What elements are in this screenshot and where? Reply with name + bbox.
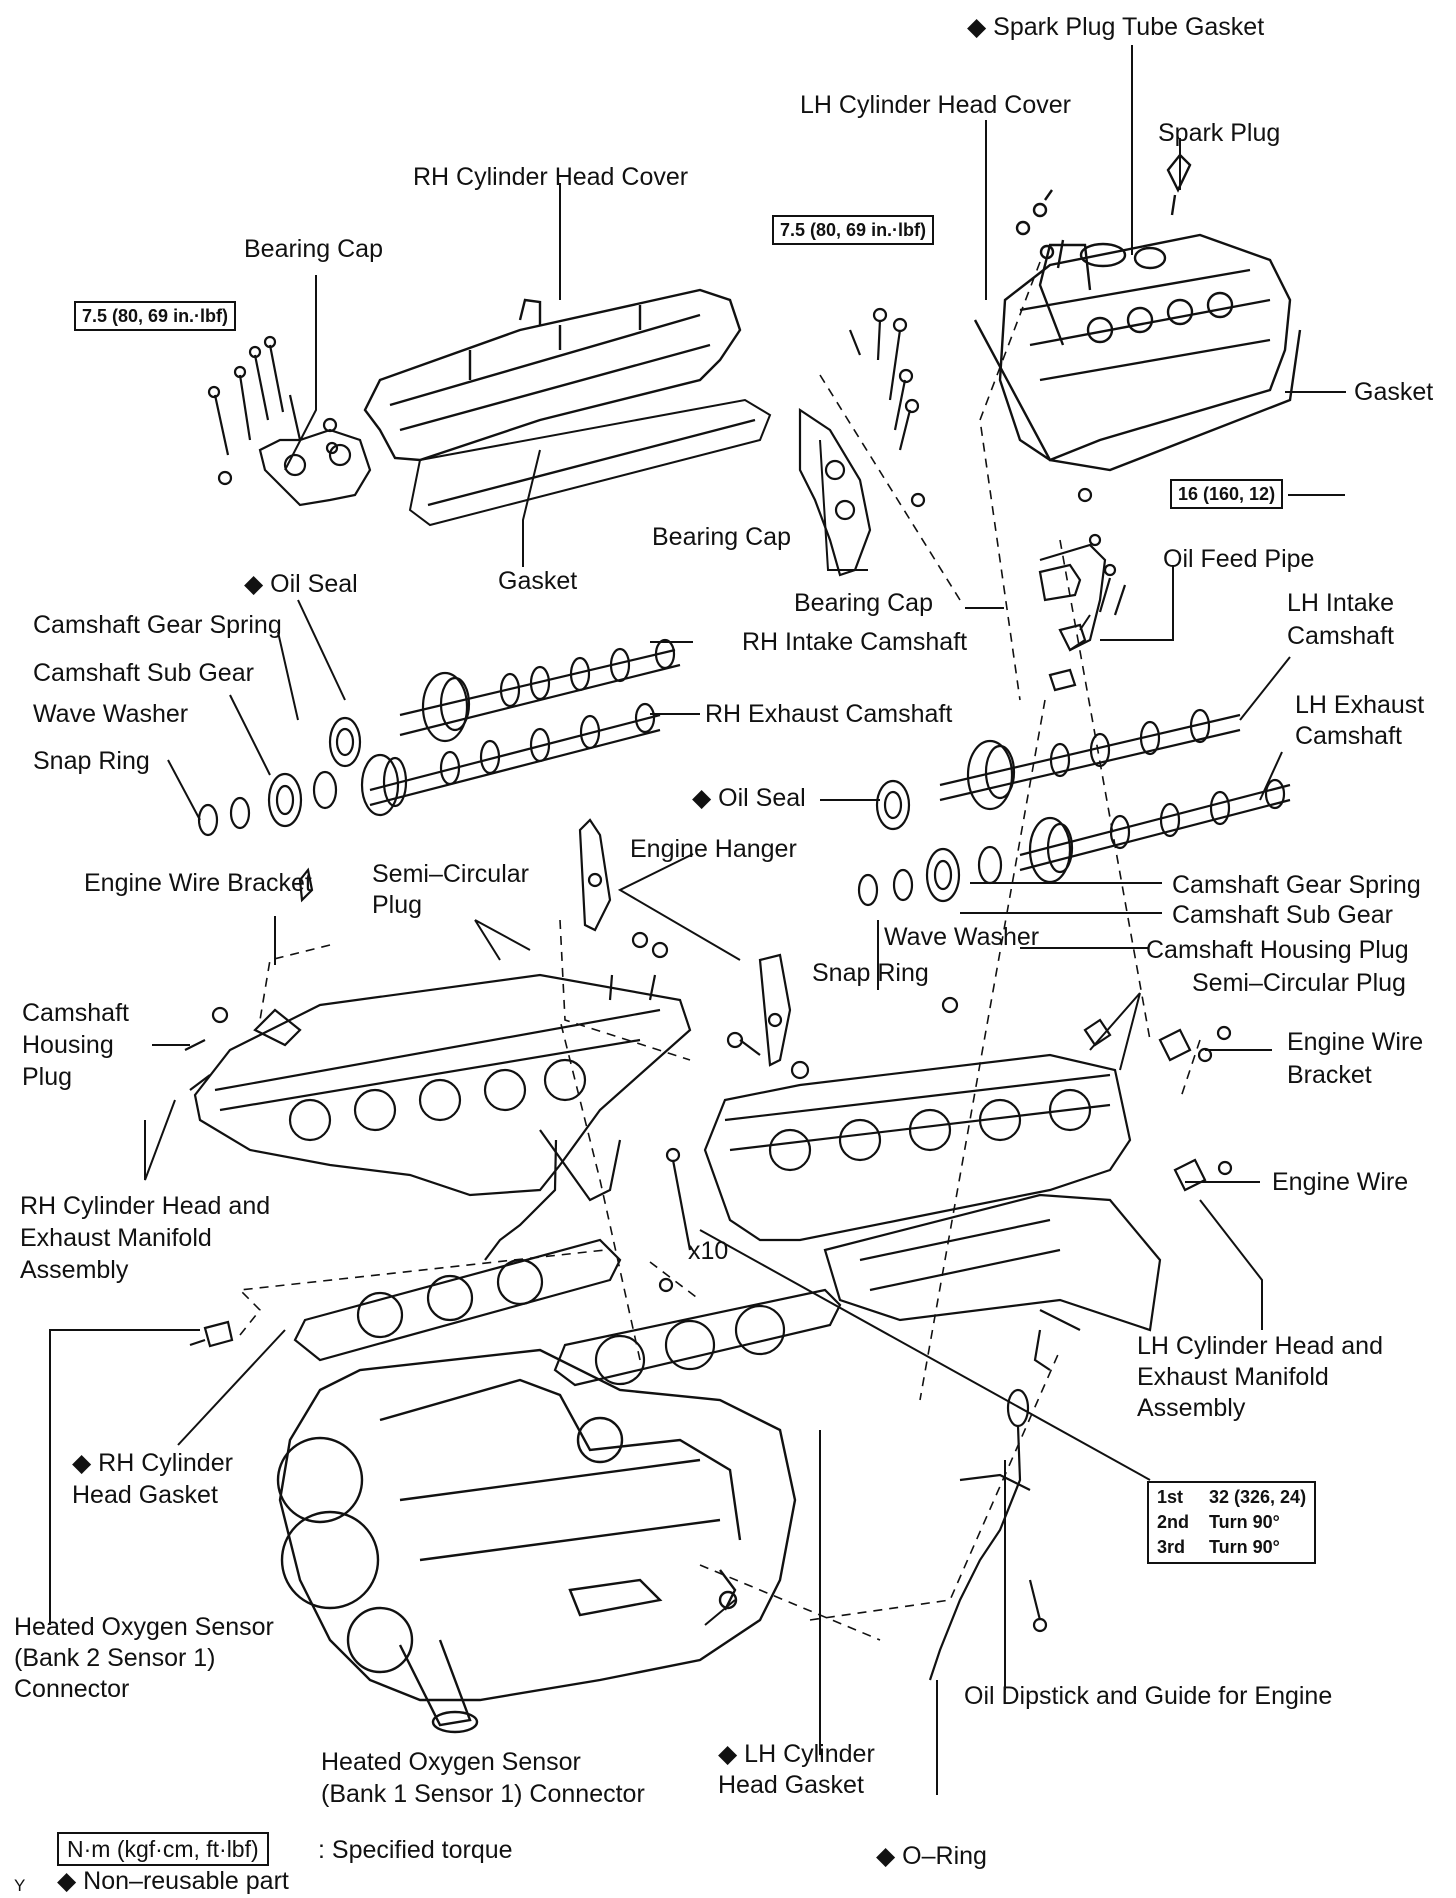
- torque-box-bearing-cap-left: 7.5 (80, 69 in.·lbf): [74, 301, 237, 331]
- camshaft-housing-plug-left-label-line3: Plug: [22, 1063, 73, 1091]
- engine-block: [276, 1348, 797, 1734]
- camshaft-gear-spring-left-label: Camshaft Gear Spring: [33, 611, 282, 639]
- heated-o2-bank1-label-line1: Heated Oxygen Sensor: [321, 1748, 581, 1776]
- lh-intake-camshaft-label-line1: LH Intake: [1287, 589, 1395, 617]
- torque-step-value: 32 (326, 24): [1209, 1487, 1307, 1507]
- oil-feed-pipe-label: Oil Feed Pipe: [1163, 545, 1315, 573]
- bearing-cap-middle-label: Bearing Cap: [652, 523, 791, 551]
- spark-plug-tube-gasket-label: ◆ Spark Plug Tube Gasket: [967, 13, 1265, 41]
- legend-nonreusable: ◆ Non–reusable part: [57, 1867, 289, 1895]
- bearing-cap-right-label: Bearing Cap: [794, 589, 933, 617]
- heated-o2-bank2-label-line3: Connector: [14, 1675, 130, 1703]
- torque-step-row: 1st 32 (326, 24): [1157, 1485, 1306, 1510]
- torque-step-stage: 1st: [1157, 1487, 1184, 1507]
- engine-wire-label: Engine Wire: [1272, 1168, 1409, 1196]
- right-bearing-cap-oil-feed-group: [1038, 487, 1127, 692]
- heated-o2-bank1-label-line2: (Bank 1 Sensor 1) Connector: [321, 1780, 645, 1808]
- lh-cylinder-head-cover-label: LH Cylinder Head Cover: [800, 91, 1071, 119]
- snap-ring-right-label: Snap Ring: [812, 959, 929, 987]
- heated-o2-bank2-label-line1: Heated Oxygen Sensor: [14, 1613, 274, 1641]
- torque-step-row: 2nd Turn 90°: [1157, 1510, 1306, 1535]
- oil-dipstick-label: Oil Dipstick and Guide for Engine: [964, 1682, 1333, 1710]
- torque-step-value: Turn 90°: [1209, 1537, 1280, 1557]
- oil-seal-middle-label: ◆ Oil Seal: [692, 784, 806, 812]
- rh-intake-camshaft-label: RH Intake Camshaft: [742, 628, 968, 656]
- rh-head-gasket-label-line1: ◆ RH Cylinder: [72, 1449, 233, 1477]
- engine-wire-bracket-left-label: Engine Wire Bracket: [84, 869, 312, 897]
- camshaft-sub-gear-left-label: Camshaft Sub Gear: [33, 659, 254, 687]
- corner-mark: Y: [14, 1876, 26, 1895]
- rh-cylinder-head-assembly: [184, 973, 692, 1261]
- torque-step-row: 3rd Turn 90°: [1157, 1535, 1306, 1560]
- x10-label: x10: [688, 1237, 729, 1265]
- engine-hangers: [578, 818, 792, 1067]
- lh-head-assembly-label-line1: LH Cylinder Head and: [1137, 1332, 1383, 1360]
- legend-unit-box: N·m (kgf·cm, ft·lbf): [57, 1832, 269, 1866]
- torque-step-stage: 3rd: [1157, 1537, 1186, 1557]
- lh-head-assembly-label-line2: Exhaust Manifold: [1137, 1363, 1329, 1391]
- head-gaskets: [293, 1238, 842, 1387]
- camshaft-housing-plug-right-label: Camshaft Housing Plug: [1146, 936, 1409, 964]
- torque-box-bearing-cap-middle: 7.5 (80, 69 in.·lbf): [772, 215, 935, 245]
- torque-box-oil-feed-pipe: 16 (160, 12): [1170, 479, 1284, 509]
- semi-circular-plug-right-label: Semi–Circular Plug: [1192, 969, 1406, 997]
- bearing-cap-top-left-label: Bearing Cap: [244, 235, 383, 263]
- gasket-middle-label: Gasket: [498, 567, 578, 595]
- rh-head-assembly-label-line2: Exhaust Manifold: [20, 1224, 212, 1252]
- lh-head-assembly-label-line3: Assembly: [1137, 1394, 1246, 1422]
- rh-head-assembly-label-line3: Assembly: [20, 1256, 129, 1284]
- camshaft-housing-plug-left-label-line2: Housing: [22, 1031, 114, 1059]
- wave-washer-left-label: Wave Washer: [33, 700, 189, 728]
- snap-ring-left-label: Snap Ring: [33, 747, 150, 775]
- camshafts: [360, 638, 1291, 884]
- lh-exhaust-camshaft-label-line1: LH Exhaust: [1295, 691, 1425, 719]
- lh-exhaust-camshaft-label-line2: Camshaft: [1295, 722, 1402, 750]
- lh-head-gasket-label-line1: ◆ LH Cylinder: [718, 1740, 875, 1768]
- lh-intake-camshaft-label-line2: Camshaft: [1287, 622, 1394, 650]
- semi-circular-plug-left-label-line1: Semi–Circular: [372, 860, 529, 888]
- lh-head-gasket-label-line2: Head Gasket: [718, 1771, 864, 1799]
- rh-exhaust-camshaft-label: RH Exhaust Camshaft: [705, 700, 953, 728]
- heated-o2-bank2-label-line2: (Bank 2 Sensor 1): [14, 1644, 216, 1672]
- engine-wire-bracket-right-label-line1: Engine Wire: [1287, 1028, 1424, 1056]
- camshaft-gear-spring-right-label: Camshaft Gear Spring: [1172, 871, 1421, 899]
- oil-dipstick-and-guide: [928, 1388, 1048, 1681]
- rh-cylinder-head-cover-label: RH Cylinder Head Cover: [413, 163, 689, 191]
- lh-cylinder-head-cover-group: [973, 153, 1302, 472]
- lh-cylinder-head-assembly: [658, 1018, 1233, 1371]
- middle-bearing-cap-group: [798, 307, 926, 577]
- semi-circular-plug-left-label-line2: Plug: [372, 891, 423, 919]
- torque-step-stage: 2nd: [1157, 1512, 1190, 1532]
- rh-head-gasket-label-line2: Head Gasket: [72, 1481, 218, 1509]
- camshaft-housing-plug-left-label-line1: Camshaft: [22, 999, 129, 1027]
- legend-unit-description: : Specified torque: [318, 1836, 513, 1864]
- small-connectors: [189, 867, 959, 1348]
- engine-wire-bracket-right-label-line2: Bracket: [1287, 1061, 1372, 1089]
- rings-and-seals: [197, 716, 1003, 907]
- left-bearing-cap-group: [207, 335, 372, 507]
- engine-hanger-label: Engine Hanger: [630, 835, 797, 863]
- camshaft-sub-gear-right-label: Camshaft Sub Gear: [1172, 901, 1393, 929]
- o-ring-label: ◆ O–Ring: [876, 1842, 987, 1870]
- oil-seal-left-label: ◆ Oil Seal: [244, 570, 358, 598]
- spark-plug-label: Spark Plug: [1158, 119, 1281, 147]
- leader-lines: [49, 45, 1346, 1795]
- rh-head-assembly-label-line1: RH Cylinder Head and: [20, 1192, 271, 1220]
- rh-cylinder-head-cover-group: [363, 288, 772, 527]
- wave-washer-right-label: Wave Washer: [884, 923, 1040, 951]
- dashed-alignment-lines: [238, 261, 1201, 1641]
- gasket-right-label: Gasket: [1354, 378, 1434, 406]
- torque-step-value: Turn 90°: [1209, 1512, 1280, 1532]
